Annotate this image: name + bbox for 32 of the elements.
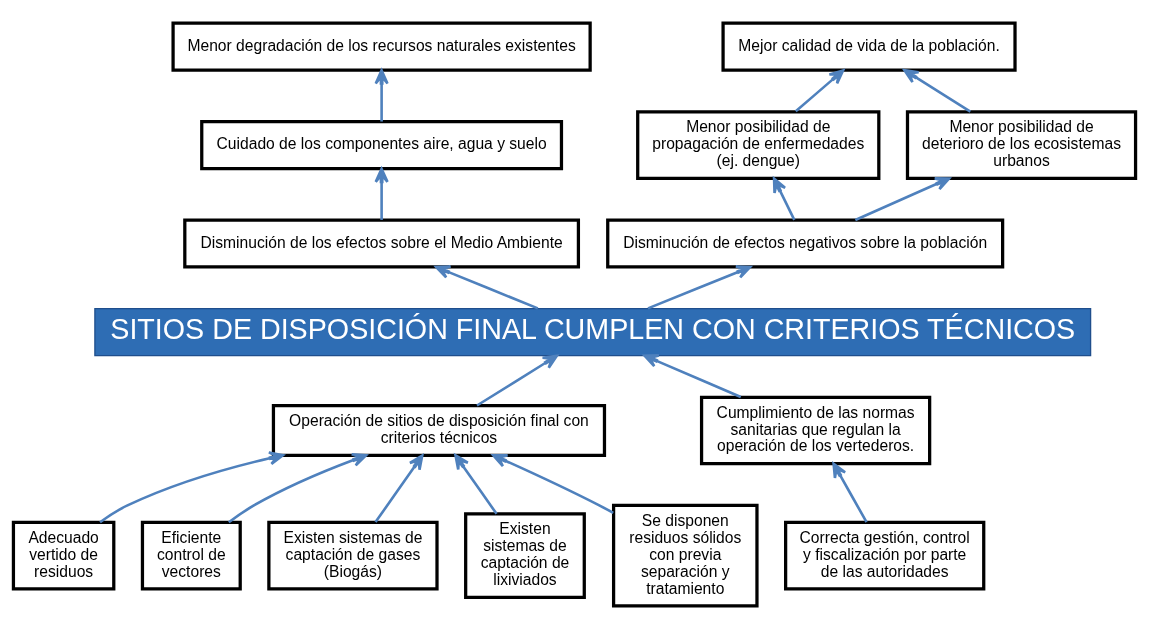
node-box: Eficiente control de vectores (140, 520, 242, 591)
arrow (374, 454, 424, 523)
arrow (903, 68, 972, 113)
arrow (832, 462, 868, 523)
node-box: SITIOS DE DISPOSICIÓN FINAL CUMPLEN CON CRITERIOS TÉCNICOS (94, 308, 1092, 357)
arrow (99, 451, 285, 524)
arrow (454, 454, 498, 515)
arrow (374, 69, 389, 122)
node-box: Cuidado de los componentes aire, agua y suelo (200, 120, 564, 171)
node-box: Se disponen residuos sólidos con previa separación y tratamiento (611, 503, 759, 608)
node-box: Existen sistemas de captación de gases (Biogás) (267, 520, 439, 591)
arrow (772, 177, 796, 221)
node-box: Menor degradación de los recursos naturales existentes (171, 21, 592, 72)
node-box: Cumplimiento de las normas sanitarias que regulan la operación de los vertederos. (699, 395, 932, 466)
arrow (854, 177, 951, 222)
arrow (794, 69, 845, 113)
arrow (374, 167, 389, 220)
arrow (434, 265, 539, 310)
node-box: Disminución de los efectos sobre el Medio Ambiente (183, 218, 581, 269)
arrow (647, 265, 752, 310)
arrow (643, 354, 742, 399)
node-box: Menor posibilidad de propagación de enfermedades (ej. dengue) (636, 110, 881, 180)
node-box: Correcta gestión, control y fiscalización por parte de las autoridades (784, 520, 986, 591)
arrow (492, 454, 614, 514)
node-box: Existen sistemas de captación de lixiviados (464, 512, 586, 599)
node-box: Operación de sitios de disposición final con criterios técnicos (271, 404, 607, 457)
arrow (476, 354, 559, 407)
node-box: Adecuado vertido de residuos (11, 520, 116, 591)
node-box: Disminución de efectos negativos sobre la población (606, 218, 1005, 269)
node-box: Mejor calidad de vida de la población. (721, 21, 1017, 72)
arrow (228, 453, 368, 524)
node-box: Menor posibilidad de deterioro de los ecosistemas urbanos (905, 110, 1138, 180)
